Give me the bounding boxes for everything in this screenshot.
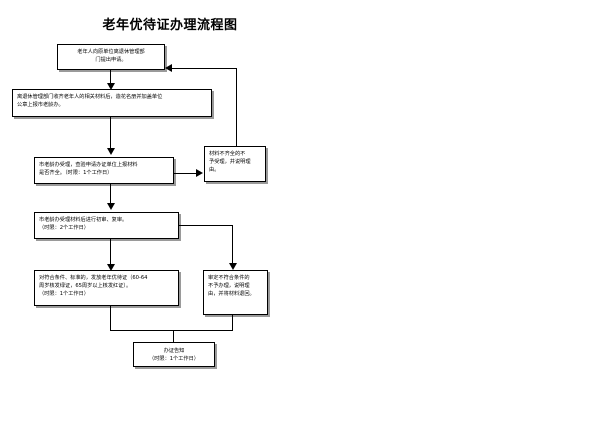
node-apply-line-1: 老年人向原单位离退休管理部 xyxy=(77,49,145,55)
node-incomplete-line-3: 由。 xyxy=(209,167,220,174)
node-accept-line-1: 市老龄办受理，查验申请办证单位上报材料 xyxy=(39,162,138,168)
node-notify: 办证告知 （时限：1个工作日） xyxy=(133,342,215,367)
connector-feedback-hline xyxy=(172,68,237,69)
node-notify-line-2: （时限：1个工作日） xyxy=(149,356,199,363)
connector-examine-to-reject-arrow xyxy=(229,263,237,270)
connector-examine-to-reject-hline xyxy=(179,225,233,226)
node-reject-line-1: 审定不符合条件的 xyxy=(208,275,250,281)
connector-merge-to-notify-vline xyxy=(173,330,174,342)
connector-apply-to-collect-line xyxy=(110,70,111,84)
node-reject-line-2: 不予办理，说明理 xyxy=(208,283,250,290)
node-issue-card: 对符合条件、标准的，发放老年优待证（60-64 周岁核发绿证，65周岁以上核发红… xyxy=(34,270,179,306)
node-incomplete-materials: 材料不齐全的不 予受理，并说明理 由。 xyxy=(204,146,266,182)
connector-accept-to-examine-arrow xyxy=(107,203,115,210)
connector-feedback-arrow xyxy=(165,64,172,72)
node-collect-materials: 离退休管理部门收齐老年人的相关材料后，造花名册并加盖单位 公章上报市老龄办。 xyxy=(12,89,212,117)
connector-accept-to-examine-line xyxy=(110,184,111,204)
node-incomplete-line-1: 材料不齐全的不 xyxy=(209,151,246,157)
connector-accept-to-incomplete-line xyxy=(174,173,197,174)
page-title: 老年优待证办理流程图 xyxy=(102,18,238,33)
connector-feedback-vline xyxy=(236,68,237,146)
node-collect-line-1: 离退休管理部门收齐老年人的相关材料后，造花名册并加盖单位 xyxy=(17,94,163,100)
connector-examine-to-issue-line xyxy=(110,239,111,265)
connector-collect-to-accept-line xyxy=(110,117,111,148)
node-collect-line-2: 公章上报市老龄办。 xyxy=(17,102,64,109)
connector-reject-to-merge-vline xyxy=(232,315,233,330)
node-examine-line-1: 市老龄办受理材料后进行初审、复审。 xyxy=(39,217,128,223)
connector-accept-to-incomplete-arrow xyxy=(196,169,203,177)
node-reject-line-3: 由，并将材料退回。 xyxy=(208,291,255,298)
node-issue-line-1: 对符合条件、标准的，发放老年优待证（60-64 xyxy=(39,275,148,281)
node-examine-line-2: （时限：2个工作日） xyxy=(39,225,89,232)
node-accept-review: 市老龄办受理，查验申请办证单位上报材料 是否齐全。（时限：1个工作日） xyxy=(34,157,174,184)
connector-collect-to-accept-arrow xyxy=(107,148,115,155)
node-apply-line-2: 门提出申请。 xyxy=(95,57,127,64)
connector-examine-to-reject-vline xyxy=(232,225,233,264)
node-first-second-examine: 市老龄办受理材料后进行初审、复审。 （时限：2个工作日） xyxy=(34,212,179,239)
connector-examine-to-issue-arrow xyxy=(107,264,115,271)
connector-apply-to-collect-arrow xyxy=(107,83,115,90)
connector-issue-to-merge-vline xyxy=(110,306,111,330)
node-issue-line-3: （时限：1个工作日） xyxy=(39,291,89,298)
connector-merge-hline xyxy=(110,330,233,331)
node-accept-line-2: 是否齐全。（时限：1个工作日） xyxy=(39,170,113,177)
node-issue-line-2: 周岁核发绿证，65周岁以上核发红证）。 xyxy=(39,283,132,290)
node-apply: 老年人向原单位离退休管理部 门提出申请。 xyxy=(57,44,165,70)
node-incomplete-line-2: 予受理，并说明理 xyxy=(209,159,251,166)
node-not-qualified: 审定不符合条件的 不予办理，说明理 由，并将材料退回。 xyxy=(203,270,268,315)
node-notify-line-1: 办证告知 xyxy=(163,348,185,354)
